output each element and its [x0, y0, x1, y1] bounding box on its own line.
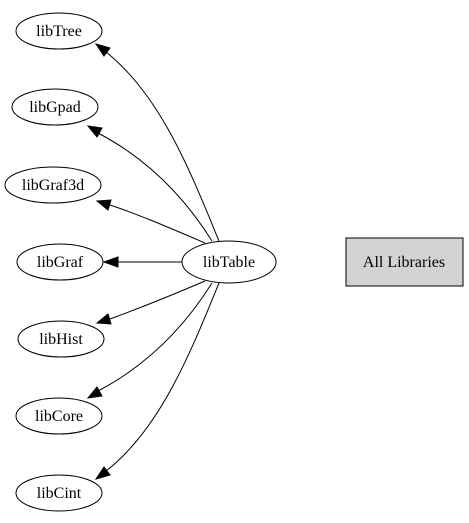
- edge-arrow-libgraf: [102, 256, 119, 268]
- node-libgraf3d-label: libGraf3d: [22, 177, 84, 194]
- node-libgraf3d[interactable]: libGraf3d: [4, 166, 102, 204]
- node-libgraf3d-ellipse: [4, 166, 102, 204]
- node-libgraf-ellipse: [16, 243, 104, 281]
- node-libhist-label: libHist: [39, 331, 83, 348]
- edge-libtable-libcint: [105, 282, 220, 472]
- edge-arrow-libcint: [94, 466, 111, 480]
- node-libcore[interactable]: libCore: [15, 397, 103, 435]
- node-libgpad-label: libGpad: [29, 99, 81, 116]
- edge-libtable-libgpad: [97, 132, 213, 242]
- edge-libtable-libgraf3d: [109, 204, 206, 244]
- node-libgpad[interactable]: libGpad: [11, 88, 99, 126]
- node-libcore-label: libCore: [35, 408, 83, 425]
- edge-arrow-libgraf3d: [95, 199, 112, 211]
- node-libhist-ellipse: [17, 320, 105, 358]
- node-libcore-ellipse: [15, 397, 103, 435]
- node-libtable-label: libTable: [203, 254, 255, 271]
- all-libraries-button-box: [345, 237, 464, 287]
- all-libraries-button[interactable]: All Libraries: [345, 237, 464, 287]
- node-libcint-ellipse: [15, 474, 103, 512]
- edge-arrow-libhist: [95, 313, 112, 325]
- node-libhist[interactable]: libHist: [17, 320, 105, 358]
- node-libgraf-label: libGraf: [37, 254, 84, 271]
- node-libcint[interactable]: libCint: [15, 474, 103, 512]
- all-libraries-button-label: All Libraries: [363, 254, 445, 271]
- node-libcint-label: libCint: [37, 485, 82, 502]
- edges: [86, 43, 220, 480]
- node-libtable[interactable]: libTable: [181, 240, 277, 284]
- edge-arrow-libcore: [86, 386, 103, 399]
- node-libtree-ellipse: [15, 12, 103, 50]
- node-libtable-ellipse: [181, 240, 277, 284]
- edge-libtable-libcore: [97, 282, 213, 392]
- node-libgpad-ellipse: [11, 88, 99, 126]
- node-libgraf[interactable]: libGraf: [16, 243, 104, 281]
- edge-libtable-libtree: [105, 51, 220, 242]
- edge-arrow-libgpad: [86, 125, 103, 138]
- edge-arrow-libtree: [94, 43, 111, 57]
- edge-libtable-libhist: [109, 280, 206, 320]
- node-libtree-label: libTree: [36, 23, 82, 40]
- node-libtree[interactable]: libTree: [15, 12, 103, 50]
